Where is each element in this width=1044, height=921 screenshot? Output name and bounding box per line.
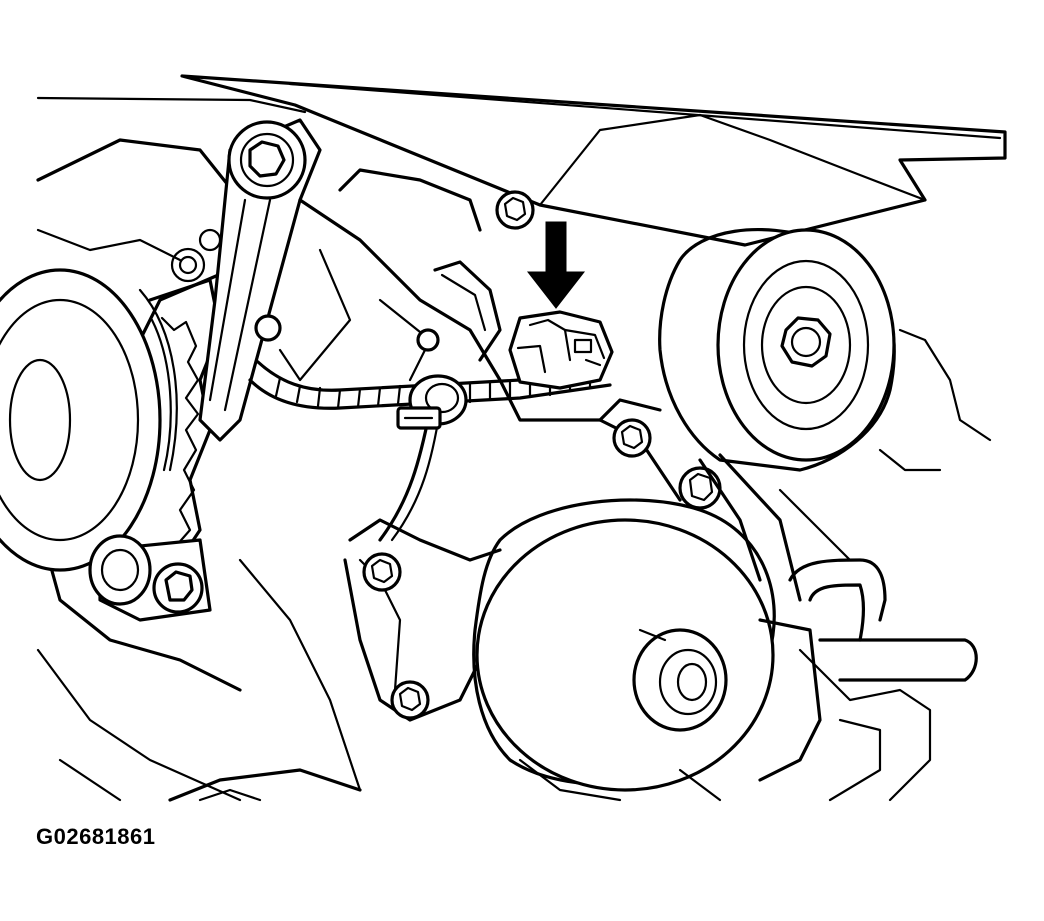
block-bolts (254, 190, 722, 720)
down-arrow-icon (526, 221, 586, 309)
bolt (390, 680, 430, 720)
figure-id-label: G02681861 (36, 824, 156, 849)
lower-large-pulley (472, 498, 776, 792)
sensor-connector (508, 310, 614, 390)
engine-top-cover (36, 74, 1007, 247)
wire-harness (248, 360, 612, 542)
sensor-bracket (433, 260, 502, 362)
bolt (678, 466, 722, 510)
bolt (416, 328, 440, 352)
upper-idler-pulley (658, 228, 992, 472)
bolt (254, 314, 282, 342)
idler-bracket (170, 118, 322, 442)
engine-block (168, 168, 682, 802)
bolt (495, 190, 535, 230)
bolt (362, 552, 402, 592)
coolant-hose (678, 558, 978, 802)
bolt (612, 418, 652, 458)
crankshaft-pulley (0, 268, 178, 572)
lower-idler (88, 534, 212, 622)
harness-clip (396, 374, 468, 430)
